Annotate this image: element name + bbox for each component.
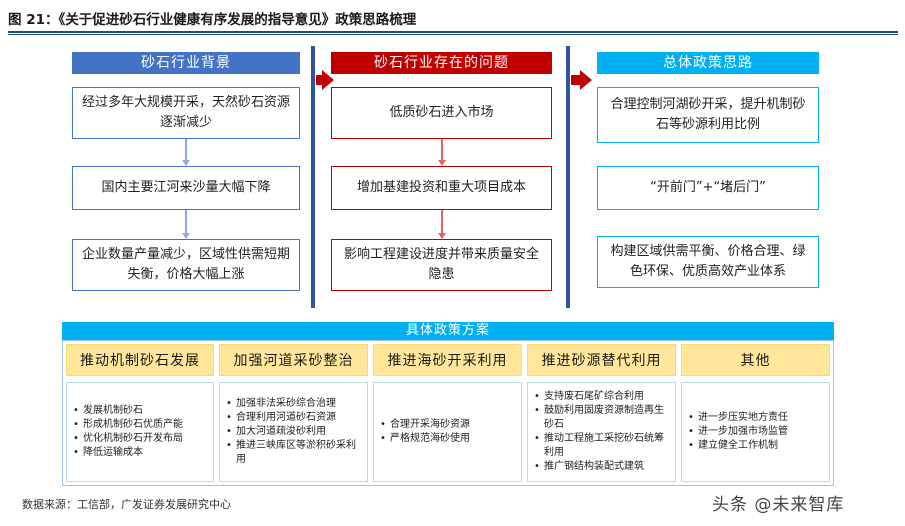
column-header-background: 砂石行业背景	[72, 52, 300, 74]
connector-arrow	[182, 233, 190, 239]
policy-items-1: •发展机制砂石 •形成机制砂石优质产能 •优化机制砂石开发布局 •降低运输成本	[66, 382, 214, 482]
policy-category-3: 推进海砂开采利用	[373, 344, 522, 376]
connector-line	[185, 139, 187, 161]
connector-arrow	[182, 160, 190, 166]
list-item: •建立健全工作机制	[688, 440, 778, 451]
title-rule	[8, 31, 898, 33]
connector-line	[441, 139, 443, 161]
column-divider	[311, 46, 315, 308]
column-divider	[566, 46, 570, 308]
problem-box-1: 低质砂石进入市场	[331, 87, 552, 139]
column-header-problems: 砂石行业存在的问题	[331, 52, 552, 74]
list-item: •鼓励利用固废资源制造再生砂石	[534, 405, 664, 430]
flow-arrow-body	[571, 75, 581, 85]
column-header-policy-approach: 总体政策思路	[597, 52, 819, 74]
list-item: •加强非法采砂综合治理	[226, 398, 336, 409]
background-box-2: 国内主要江河来沙量大幅下降	[72, 166, 300, 210]
policy-category-2: 加强河道采砂整治	[219, 344, 368, 376]
list-item: •发展机制砂石	[73, 405, 143, 416]
policy-items-5: •进一步压实地方责任 •进一步加强市场监管 •建立健全工作机制	[681, 382, 830, 482]
problem-box-3: 影响工程建设进度并带来质量安全隐患	[331, 239, 552, 291]
connector-line	[185, 210, 187, 234]
list-item: •加大河道疏浚砂利用	[226, 426, 326, 437]
list-item: •优化机制砂石开发布局	[73, 433, 183, 444]
approach-box-2: “开前门”+“堵后门”	[597, 166, 819, 210]
list-item: •进一步加强市场监管	[688, 426, 788, 437]
policy-header: 具体政策方案	[62, 322, 834, 340]
flow-arrow-icon	[322, 70, 334, 90]
background-box-3: 企业数量产量减少，区域性供需短期失衡，价格大幅上涨	[72, 239, 300, 291]
source-note: 数据来源：工信部，广发证券发展研究中心	[22, 498, 231, 511]
list-item: •推广钢结构装配式建筑	[534, 461, 644, 472]
policy-category-5: 其他	[681, 344, 830, 376]
policy-frame	[62, 340, 834, 486]
policy-category-1: 推动机制砂石发展	[66, 344, 214, 376]
title-rule-thin	[8, 34, 898, 35]
policy-items-4: •支持废石尾矿综合利用 •鼓励利用固废资源制造再生砂石 •推动工程施工采挖砂石统…	[527, 382, 676, 482]
policy-items-2: •加强非法采砂综合治理 •合理利用河道砂石资源 •加大河道疏浚砂利用 •推进三峡…	[219, 382, 368, 482]
list-item: •合理利用河道砂石资源	[226, 412, 336, 423]
list-item: •推动工程施工采挖砂石统筹利用	[534, 433, 664, 458]
list-item: •支持废石尾矿综合利用	[534, 391, 644, 402]
connector-arrow	[438, 233, 446, 239]
background-box-1: 经过多年大规模开采，天然砂石资源逐渐减少	[72, 87, 300, 139]
connector-arrow	[438, 160, 446, 166]
connector-line	[441, 210, 443, 234]
list-item: •降低运输成本	[73, 447, 143, 458]
list-item: •进一步压实地方责任	[688, 412, 788, 423]
watermark: 头条 @未来智库	[712, 495, 845, 515]
flow-arrow-body	[316, 75, 324, 85]
list-item: •推进三峡库区等淤积砂采利用	[226, 440, 356, 465]
list-item: •严格规范海砂使用	[380, 433, 470, 444]
list-item: •合理开采海砂资源	[380, 419, 470, 430]
list-item: •形成机制砂石优质产能	[73, 419, 183, 430]
flow-arrow-icon	[580, 70, 592, 90]
problem-box-2: 增加基建投资和重大项目成本	[331, 166, 552, 210]
policy-category-4: 推进砂源替代利用	[527, 344, 676, 376]
policy-items-3: •合理开采海砂资源 •严格规范海砂使用	[373, 382, 522, 482]
approach-box-1: 合理控制河湖砂开采，提升机制砂石等砂源利用比例	[597, 87, 819, 143]
figure-title: 图 21：《关于促进砂石行业健康有序发展的指导意见》政策思路梳理	[8, 12, 417, 28]
approach-box-3: 构建区域供需平衡、价格合理、绿色环保、优质高效产业体系	[597, 236, 819, 288]
